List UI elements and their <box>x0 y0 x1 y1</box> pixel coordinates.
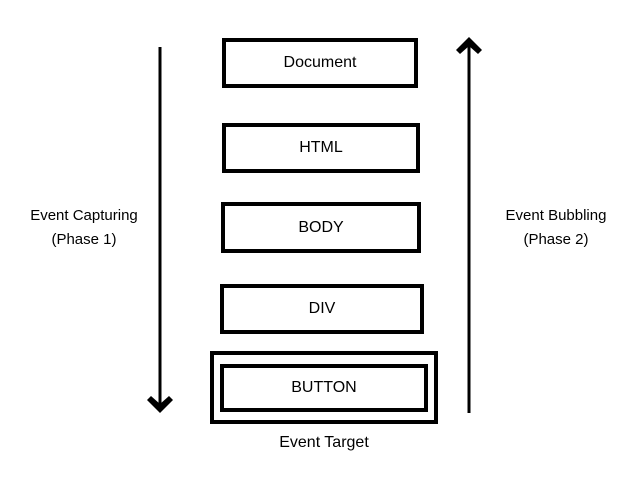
capturing-arrow-head <box>147 396 173 413</box>
node-label-div: DIV <box>308 300 336 317</box>
node-box-button: BUTTON <box>220 364 428 412</box>
node-label-button: BUTTON <box>291 379 357 396</box>
capturing-down-arrow-icon <box>147 47 173 413</box>
bubbling-up-arrow-icon <box>456 37 482 413</box>
capturing-phase-label-line2: (Phase 1) <box>51 231 117 248</box>
bubbling-phase-label-line2: (Phase 2) <box>523 231 589 248</box>
node-box-body: BODY <box>221 202 421 253</box>
capturing-phase-label-line1: Event Capturing <box>30 207 138 224</box>
node-label-html: HTML <box>299 139 343 156</box>
node-label-document: Document <box>283 54 357 71</box>
event-target-caption: Event Target <box>279 434 369 451</box>
node-box-div: DIV <box>220 284 424 334</box>
bubbling-phase-label: Event Bubbling (Phase 2) <box>476 204 636 252</box>
node-label-body: BODY <box>298 218 344 236</box>
bubbling-arrow-head <box>456 37 482 54</box>
node-box-html: HTML <box>222 123 420 173</box>
node-box-document: Document <box>222 38 418 88</box>
node-box-button-outer-frame: BUTTON <box>210 351 438 424</box>
capturing-phase-label: Event Capturing (Phase 1) <box>4 204 164 252</box>
bubbling-phase-label-line1: Event Bubbling <box>505 207 607 224</box>
